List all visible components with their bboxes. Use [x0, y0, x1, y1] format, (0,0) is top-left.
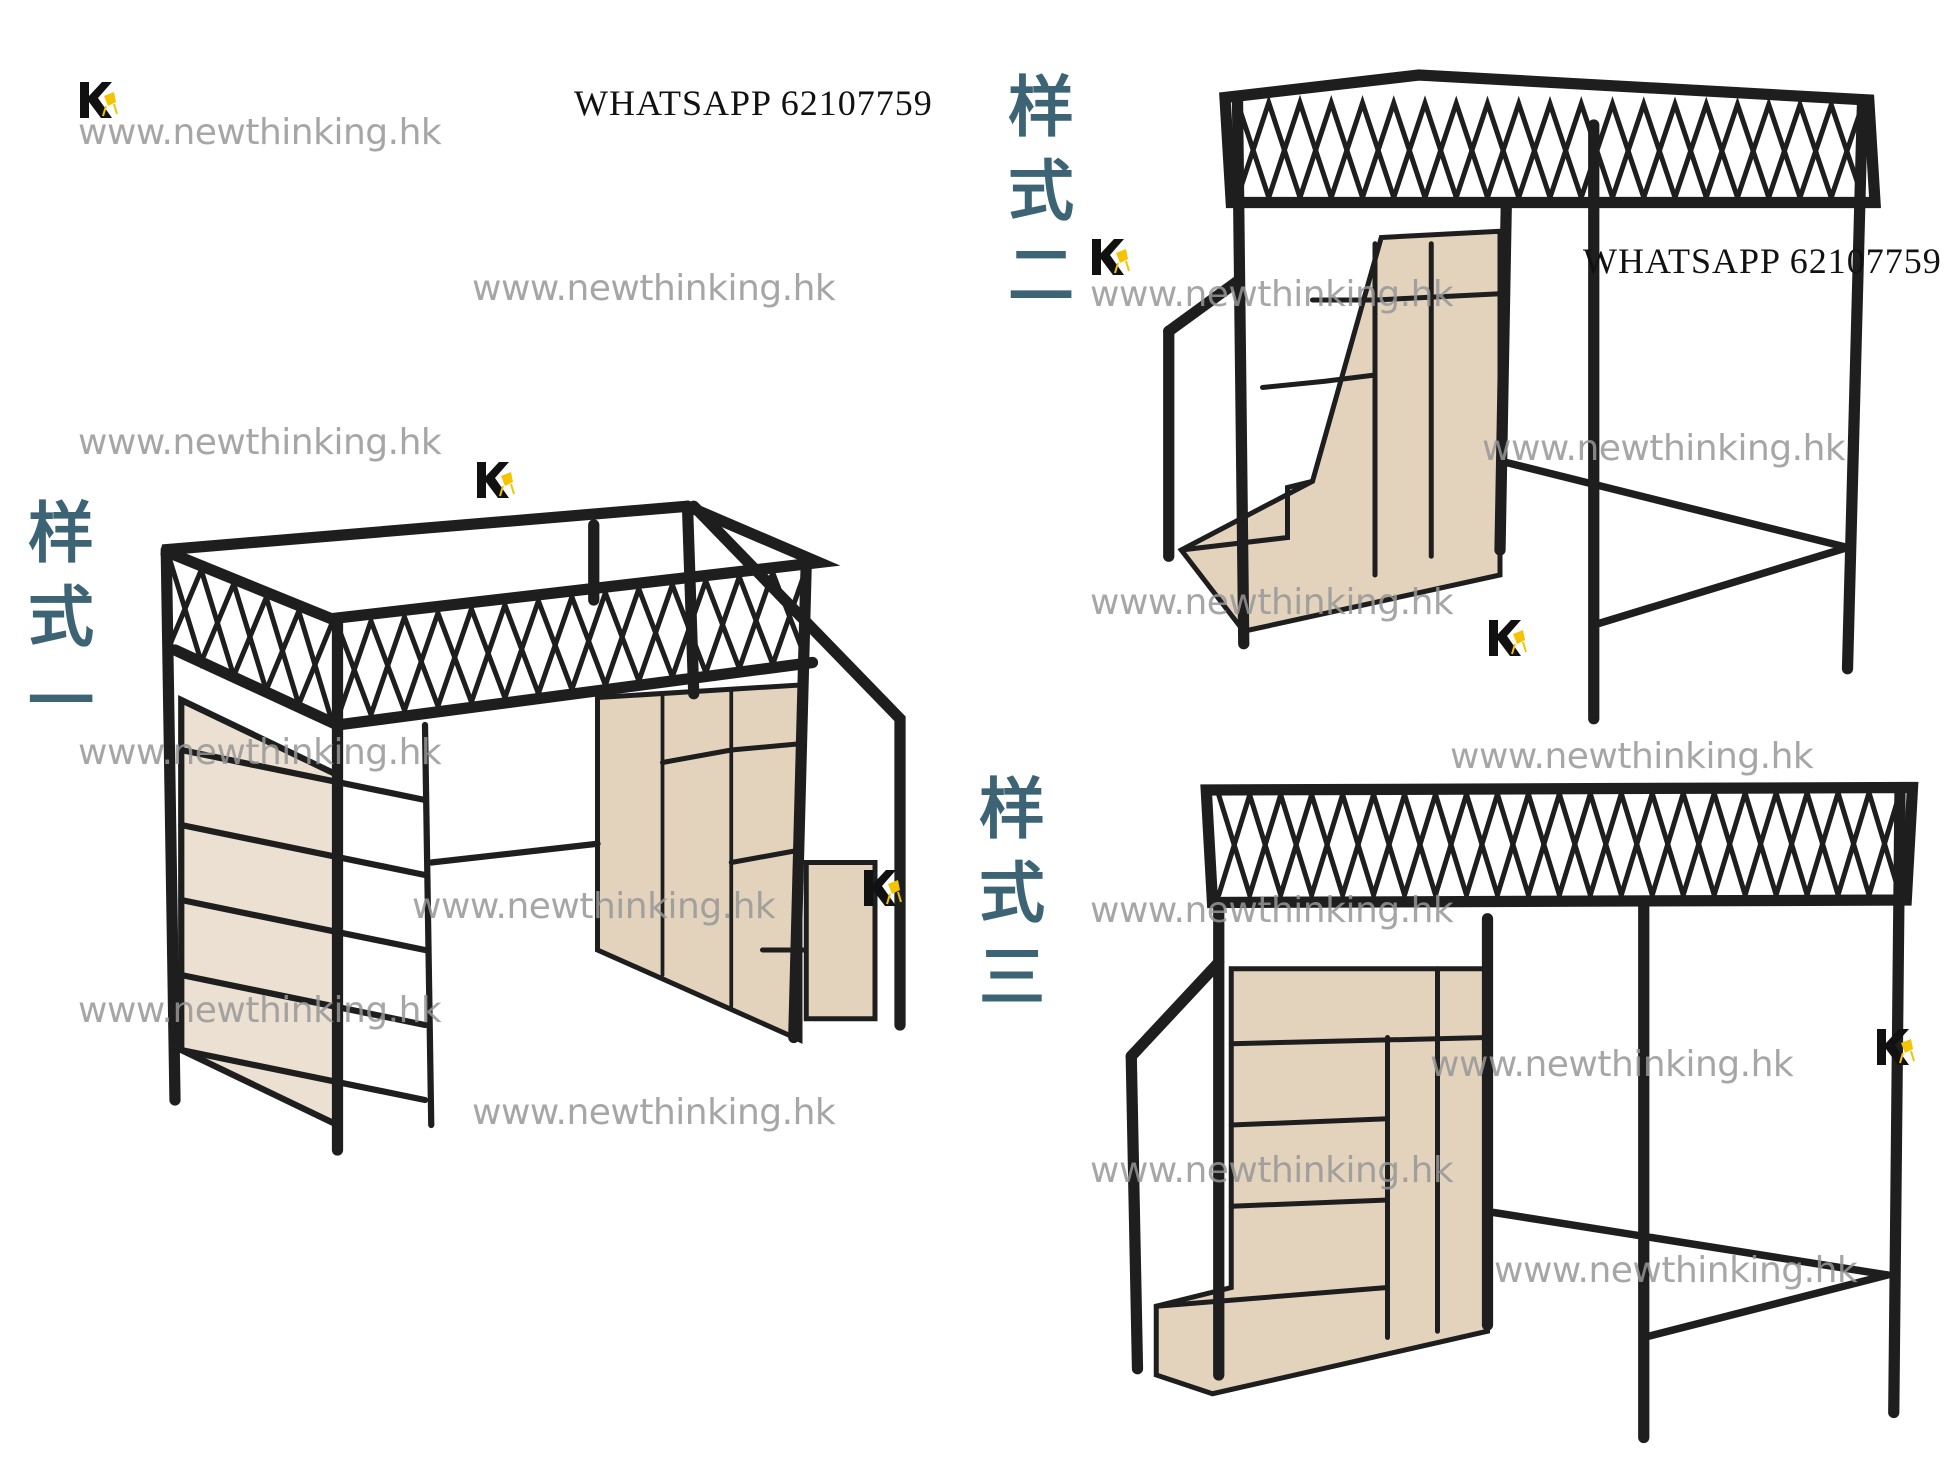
whatsapp-contact: WHATSAPP 62107759	[1583, 241, 1942, 281]
watermark: www.newthinking.hk	[78, 422, 442, 463]
watermark: www.newthinking.hk	[1090, 1150, 1454, 1191]
brand-logo	[1875, 1027, 1921, 1067]
watermark: www.newthinking.hk	[1090, 582, 1454, 623]
watermark: www.newthinking.hk	[1494, 1250, 1858, 1291]
watermark: www.newthinking.hk	[1090, 274, 1454, 315]
watermark: www.newthinking.hk	[1090, 890, 1454, 931]
watermark: www.newthinking.hk	[412, 886, 776, 927]
brand-logo	[1090, 237, 1136, 277]
rail-lattice	[1235, 94, 1865, 206]
watermark: www.newthinking.hk	[1450, 736, 1814, 777]
watermark: www.newthinking.hk	[78, 732, 442, 773]
watermark: www.newthinking.hk	[472, 268, 836, 309]
rail-lattice	[166, 553, 334, 722]
rail-lattice	[1216, 783, 1903, 904]
style-label-3: 样式三	[979, 771, 1045, 1016]
brand-logo	[78, 80, 124, 120]
brand-logo	[1487, 618, 1533, 658]
rail-lattice	[335, 565, 809, 722]
whatsapp-contact: WHATSAPP 62107759	[574, 83, 933, 123]
loft-bed-style-2	[1163, 69, 1881, 725]
bookshelf	[178, 695, 435, 1130]
loft-bed-style-1	[160, 500, 906, 1156]
watermark: www.newthinking.hk	[472, 1092, 836, 1133]
watermark: www.newthinking.hk	[78, 990, 442, 1031]
rail-lattice	[335, 566, 809, 722]
loft-bed-style-3	[1125, 781, 1919, 1444]
watermark: www.newthinking.hk	[78, 112, 442, 153]
watermark: www.newthinking.hk	[1430, 1044, 1794, 1085]
brand-logo	[862, 868, 908, 908]
style-label-1: 样式一	[28, 495, 94, 740]
rail-lattice	[1216, 784, 1903, 904]
watermark: www.newthinking.hk	[1482, 428, 1846, 469]
brand-logo	[475, 460, 521, 500]
rail-lattice	[1235, 94, 1865, 206]
style-label-2: 样式二	[1008, 69, 1074, 314]
